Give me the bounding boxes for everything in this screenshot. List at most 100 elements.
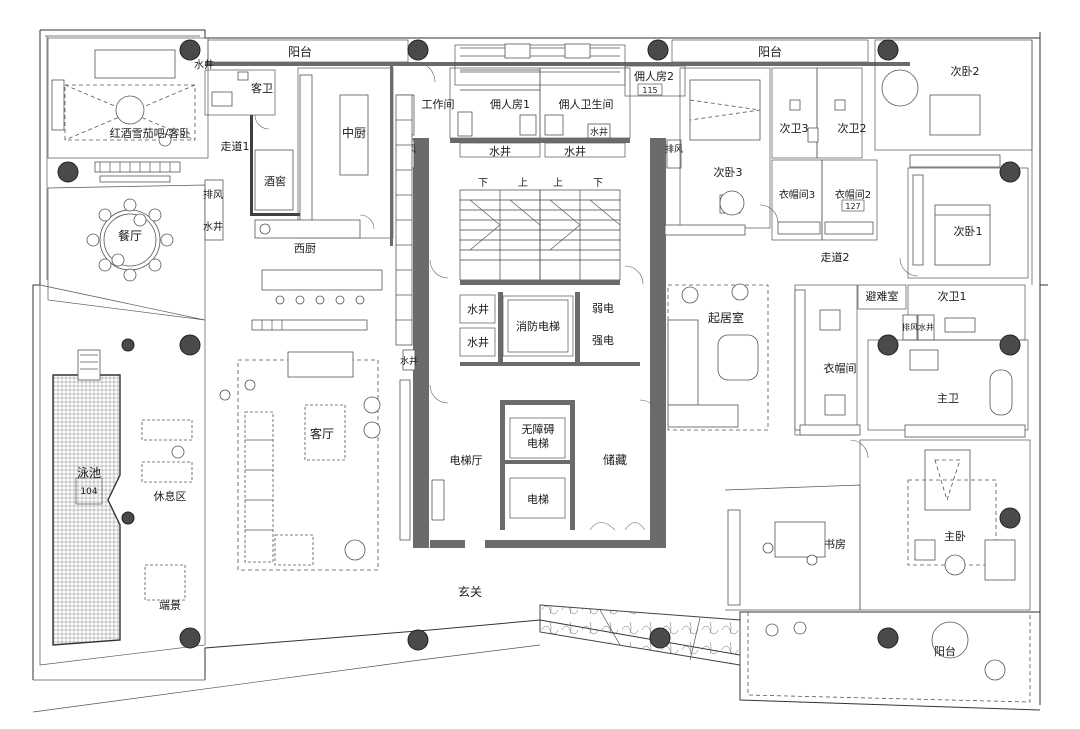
room-area-tag: 104 [80, 487, 97, 497]
room-label: 水井 [203, 220, 223, 233]
column [649, 627, 671, 649]
family-room: 起居室 [667, 283, 769, 431]
room-label: 次卧1 [954, 224, 983, 238]
maid-room-2: 佣人房2 115 [624, 65, 686, 97]
room-label: 佣人房1 [490, 98, 530, 111]
room-label: 餐厅 [118, 228, 142, 243]
room-label: 电梯 [527, 493, 549, 506]
columns [57, 39, 1021, 651]
room-label: 阳台 [758, 44, 782, 59]
room-label: 水井 [918, 322, 934, 332]
room-label: 无障碍 [522, 422, 555, 436]
closet-3: 衣帽间3 [771, 159, 823, 241]
roof-feature [454, 43, 626, 86]
room-label: 电梯 [527, 437, 549, 450]
room-label: 排风 [902, 322, 918, 332]
room-label: 衣帽间 [824, 361, 857, 375]
living-room: 客厅 [219, 351, 381, 571]
room-label: 书房 [824, 538, 846, 551]
room-label: 客卫 [251, 81, 273, 95]
room-label: 中厨 [342, 125, 366, 140]
stair-label: 上 [518, 177, 528, 189]
column [407, 629, 429, 651]
room-label: 次卫3 [780, 121, 809, 135]
accessible-elevator-line1: 无障碍 [522, 422, 555, 436]
room-label: 水井 [590, 126, 608, 138]
bath-2: 次卫2 [807, 67, 867, 159]
planter [539, 604, 741, 666]
room-label: 次卫1 [938, 289, 967, 303]
closet-2: 衣帽间2 127 [821, 159, 878, 241]
column [877, 627, 899, 649]
column [57, 161, 79, 183]
divider-panels [94, 161, 181, 183]
room-label: 衣帽间2 [835, 188, 871, 201]
column [877, 334, 899, 356]
room-label: 次卧3 [714, 165, 743, 179]
column [647, 39, 669, 61]
room-label: 酒窖 [264, 174, 286, 188]
column [999, 334, 1021, 356]
wine-cellar: 酒窖 [250, 115, 300, 216]
room-label: 佣人房2 [634, 70, 674, 83]
room-label: 电梯厅 [450, 454, 483, 467]
room-label: 玄关 [458, 584, 482, 599]
stair-label: 下 [478, 178, 488, 189]
room-label: 强电 [592, 334, 614, 347]
room-label: 阳台 [934, 644, 956, 658]
room-label: 西厨 [294, 242, 316, 255]
column [407, 39, 429, 61]
room-label: 避难室 [866, 289, 899, 303]
western-kitchen: 西厨 [251, 219, 383, 331]
room-label: 佣人卫生间 [559, 97, 614, 111]
living-water-shaft: 水井 [400, 349, 418, 371]
south-balcony: 阳台 [765, 621, 1006, 681]
bedroom-2: 次卧2 [874, 39, 1033, 168]
study: 书房 [724, 484, 861, 611]
column [999, 161, 1021, 183]
room-label: 衣帽间3 [779, 188, 815, 201]
room-label: 主卧 [944, 530, 966, 543]
bath-3: 次卫3 [771, 67, 818, 159]
room-label: 走道2 [821, 250, 850, 264]
guest-wc: 客卫 [204, 69, 276, 116]
column [179, 627, 201, 649]
refuge-room: 避难室 [857, 284, 907, 310]
wine-bar: 红酒雪茄吧/客卧 水井 [47, 37, 214, 159]
room-label: 水井 [400, 355, 418, 367]
column [121, 338, 135, 352]
room-label: 主卫 [937, 392, 959, 405]
room-label: 客厅 [310, 426, 334, 441]
room-label: 红酒雪茄吧/客卧 [110, 126, 191, 140]
bedroom-3: 次卧3 [664, 67, 771, 236]
master-closet: 衣帽间 [794, 284, 861, 436]
maid-room-1: 佣人房1 [449, 67, 541, 139]
column [179, 39, 201, 61]
room-label: 排风 [665, 143, 683, 155]
wall-cabinets [395, 94, 413, 541]
room-label: 工作间 [422, 98, 455, 111]
stair-label: 下 [593, 178, 603, 189]
room-label: 次卧2 [951, 64, 980, 78]
bedroom-1: 次卧1 [907, 167, 1029, 279]
room-label: 消防电梯 [516, 319, 560, 333]
stair-label: 上 [553, 177, 563, 189]
room-label: 储藏 [603, 452, 627, 467]
room-label: 端景 [159, 599, 181, 612]
room-label: 起居室 [708, 310, 744, 325]
north-balcony-right: 阳台 [671, 39, 869, 63]
room-label: 水井 [467, 335, 489, 349]
master-bath: 主卫 [867, 339, 1029, 438]
room-label: 水井 [489, 144, 511, 158]
room-area-tag: 115 [642, 86, 657, 95]
column [999, 507, 1021, 529]
room-label: 泳池 [77, 466, 101, 480]
corridor-1: 走道1 [221, 139, 250, 153]
room-label: 水井 [564, 144, 586, 158]
room-area-tag: 127 [845, 202, 860, 211]
room-label: 排风 [203, 188, 223, 201]
room-label: 次卫2 [838, 121, 867, 135]
column [179, 334, 201, 356]
door-swings [254, 61, 919, 459]
